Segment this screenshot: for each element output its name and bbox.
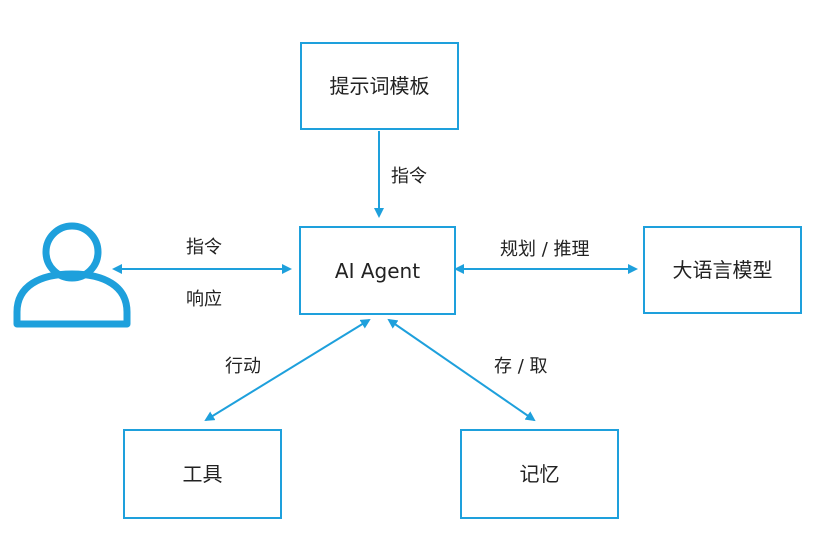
label-planning-reasoning: 规划 / 推理 bbox=[500, 239, 590, 260]
node-prompt-template: 提示词模板 bbox=[300, 42, 459, 130]
node-memory: 记忆 bbox=[460, 429, 619, 519]
arrow-agent-memory bbox=[387, 318, 536, 422]
node-llm: 大语言模型 bbox=[643, 226, 802, 314]
user-icon bbox=[13, 222, 131, 328]
node-tools: 工具 bbox=[123, 429, 282, 519]
label-agent-response: 响应 bbox=[186, 289, 222, 310]
arrow-agent-tools bbox=[204, 318, 371, 422]
label-user-instruction: 指令 bbox=[186, 237, 222, 258]
label-store-retrieve: 存 / 取 bbox=[494, 356, 548, 377]
node-ai-agent: AI Agent bbox=[299, 226, 456, 315]
label-action: 行动 bbox=[225, 356, 261, 377]
label-prompt-instruction: 指令 bbox=[391, 166, 427, 187]
